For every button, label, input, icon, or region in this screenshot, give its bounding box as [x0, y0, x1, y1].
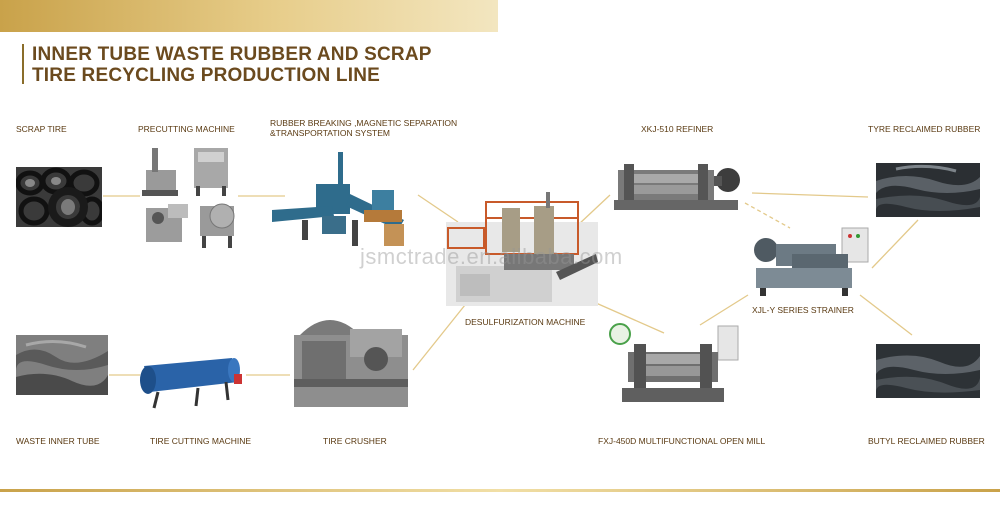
scrap-tire-image [16, 167, 102, 227]
title-line-2: TIRE RECYCLING PRODUCTION LINE [32, 65, 381, 86]
label-desulfurization-machine: DESULFURIZATION MACHINE [465, 317, 586, 327]
label-butyl-reclaimed-rubber: BUTYL RECLAIMED RUBBER [868, 436, 985, 446]
page-title: INNER TUBE WASTE RUBBER AND SCRAP TIRE R… [32, 44, 432, 86]
watermark: jsmctrade.en.alibaba.com [360, 244, 623, 269]
strainer-image [754, 227, 869, 296]
label-strainer: XJL-Y SERIES STRAINER [752, 305, 854, 315]
rubber-breaking-system-image [272, 152, 404, 246]
refiner-image [614, 164, 740, 210]
label-precutting-machine: PRECUTTING MACHINE [138, 124, 235, 134]
title-rule [22, 44, 24, 84]
label-rubber-breaking-line-1: RUBBER BREAKING ,MAGNETIC SEPARATION [270, 118, 458, 128]
label-rubber-breaking-line-2: &TRANSPORTATION SYSTEM [270, 128, 390, 138]
tire-cutting-machine-image [140, 358, 242, 409]
label-waste-inner-tube: WASTE INNER TUBE [16, 436, 100, 446]
label-tire-crusher: TIRE CRUSHER [323, 436, 387, 446]
label-refiner: XKJ-510 REFINER [641, 124, 714, 134]
label-tyre-reclaimed-rubber: TYRE RECLAIMED RUBBER [868, 124, 981, 134]
bottom-gold-rule [0, 489, 1000, 492]
waste-inner-tube-image [16, 335, 108, 395]
tyre-reclaimed-rubber-image [876, 163, 980, 217]
label-scrap-tire: SCRAP TIRE [16, 124, 67, 134]
title-line-1: INNER TUBE WASTE RUBBER AND SCRAP [32, 44, 432, 65]
label-open-mill: FXJ-450D MULTIFUNCTIONAL OPEN MILL [598, 436, 766, 446]
butyl-reclaimed-rubber-image [876, 344, 980, 398]
open-mill-image [609, 323, 739, 402]
desulfurization-machine-image [446, 192, 598, 306]
precutting-machine-image [142, 148, 235, 248]
top-gold-bar [0, 0, 498, 32]
label-tire-cutting-machine: TIRE CUTTING MACHINE [150, 436, 252, 446]
tire-crusher-image [294, 320, 408, 407]
